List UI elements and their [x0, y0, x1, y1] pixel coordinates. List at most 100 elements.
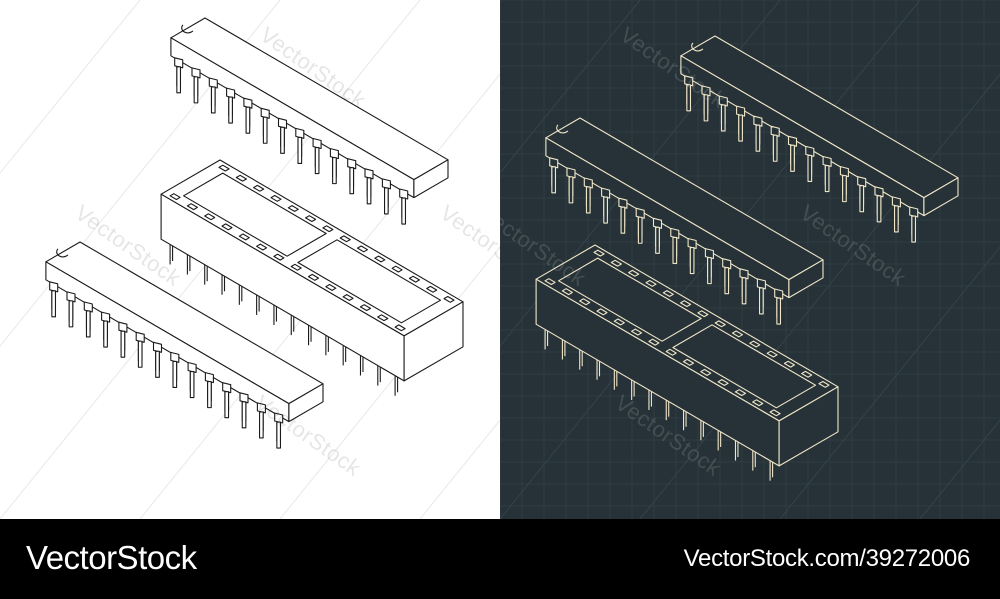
chip-pin-shoulder: [857, 176, 867, 188]
chip-pin-shoulder: [909, 206, 919, 218]
chip-pin-shoulder: [736, 105, 746, 117]
chip-pin: [672, 236, 678, 264]
chip-pin: [620, 206, 626, 234]
chip-pin: [703, 94, 709, 122]
diagonal-guide-line: [419, 419, 500, 519]
chip-pin-shoulder: [312, 137, 322, 150]
chip-pin-shoulder: [787, 135, 798, 147]
chip-pin-shoulder: [822, 155, 832, 168]
socket-contact-hole: [700, 368, 712, 376]
footer-image-url: VectorStock.com/39272006: [683, 545, 971, 572]
dip-chip-middle: [545, 117, 824, 325]
chip-pin-shoulder: [704, 248, 714, 260]
socket-contact-hole: [443, 295, 455, 303]
chip-pin-shoulder: [152, 341, 163, 353]
chip-pin: [720, 104, 726, 132]
chip-pin: [755, 124, 761, 152]
socket-contact-hole: [596, 308, 608, 316]
chip-pin: [366, 177, 372, 205]
socket-contact-hole: [391, 265, 403, 273]
chip-pin: [176, 66, 182, 94]
socket-contact-hole: [714, 320, 726, 328]
chip-pin: [314, 146, 320, 175]
chip-pin: [585, 186, 591, 214]
chip-pin-shoulder: [243, 97, 253, 109]
chip-pin: [245, 106, 251, 134]
chip-pin: [207, 381, 212, 409]
socket-contact-hole: [408, 275, 420, 283]
socket-contact-hole: [394, 324, 406, 332]
socket-contact-hole: [169, 193, 181, 201]
socket-contact-hole: [307, 273, 320, 281]
socket-contact-hole: [221, 223, 233, 231]
chip-pin-shoulder: [805, 145, 815, 157]
socket-contact-hole: [186, 203, 198, 211]
chip-pin-shoulder: [329, 148, 339, 160]
chip-pin: [655, 226, 660, 254]
chip-pin-shoulder: [364, 168, 374, 180]
chip-pin: [210, 86, 216, 114]
socket-contact-hole: [801, 370, 813, 378]
chip-pin-shoulder: [208, 77, 218, 89]
dip-chip-upper: [680, 35, 959, 243]
socket-opening: [297, 239, 442, 324]
chip-pin: [807, 154, 813, 182]
chip-pin: [332, 157, 337, 185]
chip-pin-shoulder: [101, 311, 111, 323]
chip-pin: [741, 277, 747, 305]
chip-pin: [876, 195, 882, 223]
socket-opening: [672, 324, 817, 409]
footer-bar: VectorStock VectorStock.com/39272006: [0, 519, 1000, 599]
chip-pin-shoulder: [684, 75, 694, 87]
socket-contact-hole: [818, 380, 830, 388]
socket-contact-hole: [339, 235, 351, 243]
chip-pin: [637, 216, 643, 244]
chip-pin: [120, 330, 126, 358]
socket-contact-hole: [628, 269, 640, 277]
socket-contact-hole: [544, 278, 556, 286]
chip-pin: [137, 340, 143, 368]
chip-pin: [911, 215, 917, 243]
chip-pin-shoulder: [239, 392, 249, 404]
socket-opening: [183, 172, 327, 257]
socket-contact-hole: [610, 259, 622, 267]
chip-pin-shoulder: [381, 178, 391, 190]
dip-socket: [535, 244, 839, 481]
socket-contact-hole: [204, 213, 216, 221]
socket-contact-hole: [426, 285, 438, 293]
chip-pin-shoulder: [174, 57, 184, 69]
chip-pin-shoulder: [277, 117, 288, 129]
socket-contact-hole: [648, 338, 660, 346]
socket-contact-hole: [290, 263, 302, 271]
chip-pin-shoulder: [618, 197, 628, 209]
chip-pin: [551, 166, 557, 194]
chip-pin: [349, 167, 355, 195]
chip-pin: [824, 164, 830, 193]
socket-contact-hole: [356, 245, 369, 253]
socket-contact-hole: [697, 310, 709, 318]
chip-pin-shoulder: [566, 167, 576, 179]
socket-contact-hole: [579, 298, 591, 306]
socket-contact-hole: [752, 399, 764, 407]
chip-pin: [276, 421, 282, 449]
socket-contact-hole: [645, 279, 657, 287]
chip-pin: [189, 370, 195, 399]
socket-contact-hole: [561, 288, 573, 296]
socket-contact-hole: [680, 300, 692, 308]
chip-pin: [280, 126, 285, 154]
chip-pin-shoulder: [652, 217, 663, 229]
socket-contact-hole: [374, 255, 386, 263]
chip-pin: [172, 360, 178, 388]
socket-contact-hole: [682, 358, 695, 366]
chip-pin: [262, 116, 268, 144]
socket-contact-hole: [238, 233, 250, 241]
chip-pin: [790, 144, 795, 172]
chip-pin-shoulder: [187, 361, 197, 374]
chip-pin: [724, 267, 730, 295]
chip-pin: [568, 176, 574, 204]
diagonal-guide-line: [500, 0, 641, 174]
diagonal-guide-line: [779, 246, 1000, 519]
socket-contact-hole: [287, 205, 299, 212]
